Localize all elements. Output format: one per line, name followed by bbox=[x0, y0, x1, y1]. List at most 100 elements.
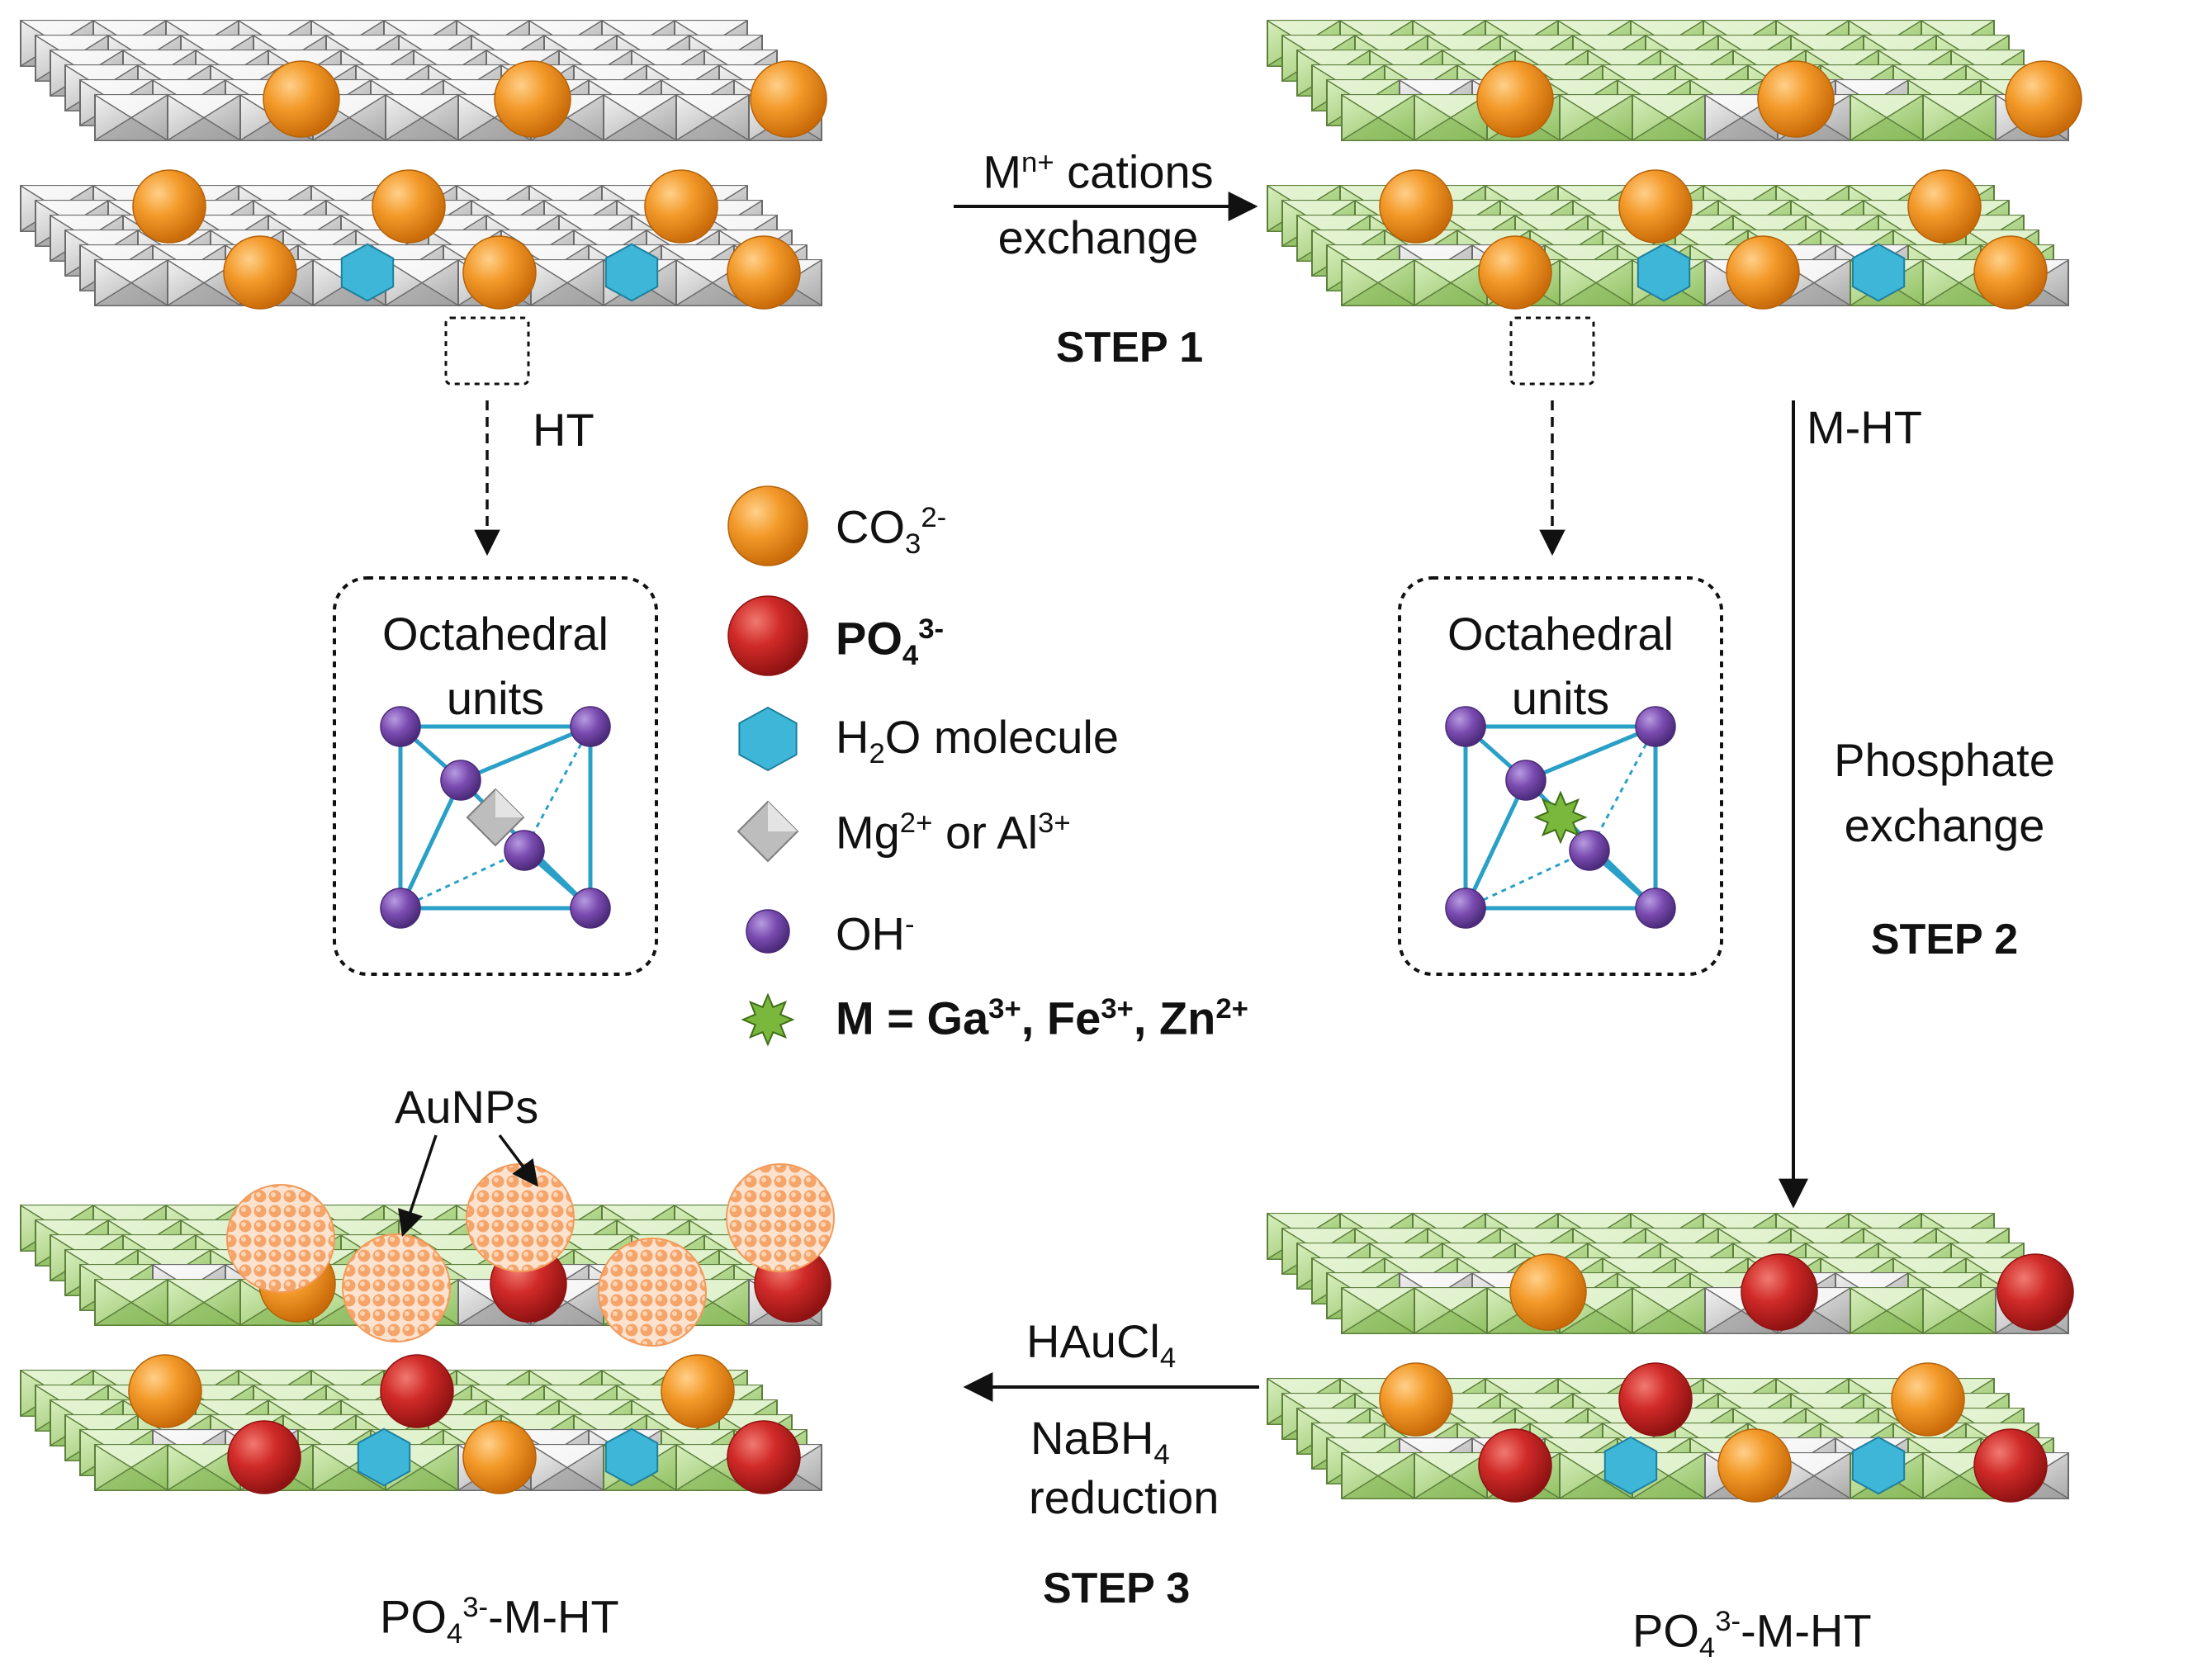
hydroxide-sphere bbox=[1635, 888, 1676, 929]
step3-title: STEP 3 bbox=[1043, 1565, 1191, 1612]
hydroxide-sphere bbox=[504, 830, 545, 871]
octahedral-sheet-tile-green bbox=[167, 1279, 241, 1326]
water-hexagon bbox=[1851, 1436, 1906, 1495]
step2-line1: Phosphate bbox=[1834, 734, 2055, 786]
octahedral-sheet-tile-green bbox=[1559, 94, 1633, 141]
octahedral-sheet-tile-green bbox=[1850, 94, 1924, 141]
gold-nanoparticle bbox=[226, 1184, 335, 1293]
hydroxide-sphere bbox=[570, 888, 611, 929]
octahedral-sheet-tile-green bbox=[94, 1279, 168, 1326]
hydroxide-sphere bbox=[380, 888, 421, 929]
water-hexagon bbox=[1851, 243, 1906, 302]
carbonate-sphere bbox=[1509, 1253, 1587, 1331]
phosphate-sphere bbox=[1478, 1428, 1552, 1503]
arrows bbox=[398, 192, 1808, 1402]
carbonate-sphere bbox=[1973, 235, 2048, 310]
phosphate-sphere bbox=[727, 595, 808, 676]
hydroxide-sphere bbox=[380, 706, 421, 747]
carbonate-sphere bbox=[132, 169, 206, 244]
octahedral-sheet-tile-green bbox=[1414, 259, 1488, 306]
gold-nanoparticle bbox=[342, 1233, 451, 1342]
octahedral-sheet-tile-green bbox=[1341, 259, 1415, 306]
hydroxide-sphere bbox=[440, 760, 481, 801]
octahedral-sheet-tile-green bbox=[1632, 1287, 1706, 1334]
step2-line2: exchange bbox=[1844, 799, 2045, 851]
octahedral-sheet-tile-grey bbox=[675, 94, 750, 141]
phosphate-sphere bbox=[227, 1420, 301, 1494]
gold-nanoparticle bbox=[726, 1163, 835, 1272]
octahedral-sheet-tile-grey bbox=[94, 94, 168, 141]
legend-phosphate: PO43- bbox=[836, 612, 945, 671]
metal-star bbox=[741, 992, 795, 1047]
legend-water: H2O molecule bbox=[836, 711, 1119, 770]
carbonate-sphere bbox=[1476, 60, 1554, 138]
water-hexagon bbox=[1637, 243, 1691, 302]
carbonate-sphere bbox=[1757, 60, 1835, 138]
carbonate-sphere bbox=[372, 169, 446, 244]
carbonate-sphere bbox=[263, 60, 340, 138]
label-ht: HT bbox=[533, 404, 594, 456]
carbonate-sphere bbox=[727, 485, 808, 566]
layered-structures bbox=[20, 20, 2082, 1503]
step1-line1: Mn+ cations bbox=[983, 145, 1214, 198]
carbonate-sphere bbox=[462, 235, 537, 310]
carbonate-sphere bbox=[1379, 1362, 1453, 1437]
octahedral-right-line2: units bbox=[1511, 672, 1610, 724]
carbonate-sphere bbox=[1891, 1362, 1965, 1437]
layered-double-hydroxide bbox=[1267, 1213, 2074, 1503]
step2-title: STEP 2 bbox=[1870, 916, 2019, 963]
carbonate-sphere bbox=[661, 1354, 735, 1428]
gold-nanoparticle bbox=[598, 1238, 707, 1347]
octahedral-sheet-tile-green bbox=[1341, 1452, 1415, 1499]
octahedral-sheet-tile-grey bbox=[167, 94, 241, 141]
aunps-pointer-2 bbox=[498, 1134, 538, 1187]
hydroxide-sphere bbox=[746, 909, 790, 954]
label-po4-m-ht-right: PO43--M-HT bbox=[1632, 1604, 1872, 1664]
hydroxide-sphere bbox=[570, 706, 611, 747]
legend-carbonate: CO32- bbox=[836, 500, 947, 560]
ht-focus-box bbox=[444, 316, 530, 386]
octahedral-sheet-tile-grey bbox=[603, 94, 677, 141]
octahedral-sheet-tile-grey bbox=[530, 1444, 604, 1491]
carbonate-sphere bbox=[1478, 235, 1552, 310]
hydroxide-sphere bbox=[1569, 830, 1610, 871]
carbonate-sphere bbox=[128, 1354, 202, 1428]
step3-reagent1: HAuCl4 bbox=[1026, 1315, 1177, 1375]
carbonate-sphere bbox=[462, 1420, 537, 1494]
label-po4-m-ht-left: PO43--M-HT bbox=[380, 1590, 619, 1650]
octahedral-unit-box bbox=[1398, 576, 1723, 976]
octahedral-sheet-tile-green bbox=[1559, 259, 1633, 306]
step1-line2: exchange bbox=[997, 211, 1199, 263]
hydroxide-sphere bbox=[1635, 706, 1676, 747]
carbonate-sphere bbox=[644, 169, 718, 244]
octahedral-right-line1: Octahedral bbox=[1447, 608, 1674, 660]
octahedral-sheet-tile-green bbox=[1414, 1452, 1488, 1499]
octahedral-left-line2: units bbox=[446, 672, 545, 724]
label-m-ht: M-HT bbox=[1807, 401, 1922, 453]
aunps-pointer-1 bbox=[398, 1134, 438, 1237]
octahedral-sheet-tile-green bbox=[1414, 94, 1488, 141]
octahedral-sheet-tile-grey bbox=[530, 259, 604, 306]
water-hexagon bbox=[604, 243, 659, 302]
octahedral-sheet-tile-green bbox=[1632, 94, 1706, 141]
metal-star bbox=[1533, 790, 1588, 845]
hydroxide-sphere bbox=[1505, 760, 1547, 801]
carbonate-sphere bbox=[1907, 169, 1982, 244]
octahedral-sheet-tile-green bbox=[1341, 1287, 1415, 1334]
carbonate-sphere bbox=[2005, 60, 2082, 138]
m-ht-focus-box bbox=[1509, 316, 1595, 386]
carbonate-sphere bbox=[750, 60, 827, 138]
carbonate-sphere bbox=[727, 235, 801, 310]
water-hexagon bbox=[340, 243, 395, 302]
octahedral-sheet-tile-green bbox=[1414, 1287, 1488, 1334]
step1-title: STEP 1 bbox=[1055, 324, 1204, 372]
phosphate-sphere bbox=[727, 1420, 801, 1494]
octahedral-sheet-tile-green bbox=[1922, 1287, 1996, 1334]
water-hexagon bbox=[1603, 1436, 1658, 1495]
phosphate-sphere bbox=[1618, 1362, 1693, 1437]
carbonate-sphere bbox=[1379, 169, 1453, 244]
octahedral-sheet-tile-green bbox=[1341, 94, 1415, 141]
octahedral-sheet-tile-grey bbox=[385, 259, 459, 306]
step3-reagent2: NaBH4 bbox=[1030, 1412, 1170, 1471]
carbonate-sphere bbox=[1717, 1428, 1792, 1503]
